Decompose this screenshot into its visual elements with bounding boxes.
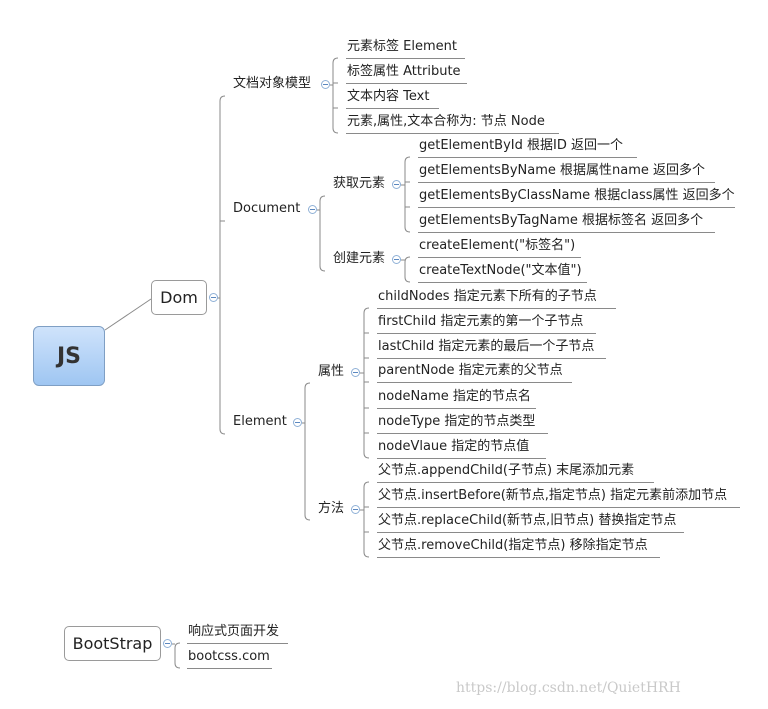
leaf-bootstrap-1[interactable]: bootcss.com: [187, 648, 272, 669]
leaf-get-2[interactable]: getElementsByClassName 根据class属性 返回多个: [418, 187, 735, 208]
bootstrap-label: BootStrap: [72, 634, 153, 653]
branch-get-elements[interactable]: 获取元素: [333, 176, 386, 191]
watermark: https://blog.csdn.net/QuietHRH: [456, 680, 681, 696]
leaf-bootstrap-0[interactable]: 响应式页面开发: [187, 623, 288, 644]
leaf-get-3[interactable]: getElementsByTagName 根据标签名 返回多个: [418, 212, 715, 233]
branch-element[interactable]: Element: [233, 414, 287, 429]
bracket-docmodel-spine: [332, 57, 339, 134]
bracket-methods-spine: [363, 481, 370, 558]
bracket-document-spine: [319, 195, 326, 272]
collapse-properties-icon[interactable]: [351, 368, 360, 377]
bracket-create-spine: [404, 256, 411, 283]
leaf-prop-2[interactable]: lastChild 指定元素的最后一个子节点: [377, 338, 606, 359]
collapse-create-icon[interactable]: [392, 255, 401, 264]
node-bootstrap[interactable]: BootStrap: [64, 626, 161, 661]
leaf-create-0[interactable]: createElement("标签名"): [418, 237, 581, 258]
leaf-prop-5[interactable]: nodeType 指定的节点类型: [377, 413, 548, 434]
leaf-doc-2[interactable]: 文本内容 Text: [346, 88, 439, 109]
leaf-method-3[interactable]: 父节点.removeChild(指定节点) 移除指定节点: [377, 537, 660, 558]
branch-properties[interactable]: 属性: [318, 364, 345, 379]
branch-doc-model[interactable]: 文档对象模型: [233, 76, 312, 91]
bracket-get-spine: [404, 156, 411, 233]
dom-label: Dom: [160, 288, 198, 307]
branch-document[interactable]: Document: [233, 201, 301, 216]
collapse-get-icon[interactable]: [392, 180, 401, 189]
leaf-prop-4[interactable]: nodeName 指定的节点名: [377, 388, 536, 409]
leaf-method-1[interactable]: 父节点.insertBefore(新节点,指定节点) 指定元素前添加节点: [377, 487, 740, 508]
leaf-prop-0[interactable]: childNodes 指定元素下所有的子节点: [377, 288, 616, 309]
bracket-dom-spine: [219, 95, 226, 435]
line-root-dom: [104, 298, 152, 331]
bracket-bootstrap-spine: [174, 642, 181, 669]
leaf-method-0[interactable]: 父节点.appendChild(子节点) 末尾添加元素: [377, 462, 654, 483]
node-dom[interactable]: Dom: [151, 280, 207, 315]
collapse-bootstrap-icon[interactable]: [163, 639, 172, 648]
leaf-create-1[interactable]: createTextNode("文本值"): [418, 262, 587, 283]
leaf-prop-6[interactable]: nodeVlaue 指定的节点值: [377, 438, 546, 459]
branch-create-elements[interactable]: 创建元素: [333, 251, 386, 266]
leaf-get-1[interactable]: getElementsByName 根据属性name 返回多个: [418, 162, 715, 183]
branch-methods[interactable]: 方法: [318, 501, 345, 516]
collapse-element-icon[interactable]: [293, 418, 302, 427]
collapse-document-icon[interactable]: [308, 205, 317, 214]
collapse-dom-icon[interactable]: [209, 293, 218, 302]
collapse-doc-model-icon[interactable]: [321, 80, 330, 89]
leaf-doc-1[interactable]: 标签属性 Attribute: [346, 63, 467, 84]
bracket-props-spine: [363, 307, 370, 459]
leaf-method-2[interactable]: 父节点.replaceChild(新节点,旧节点) 替换指定节点: [377, 512, 684, 533]
root-node-js[interactable]: JS: [33, 326, 105, 386]
leaf-prop-3[interactable]: parentNode 指定元素的父节点: [377, 362, 572, 383]
bracket-element-spine: [304, 382, 311, 521]
leaf-doc-3[interactable]: 元素,属性,文本合称为: 节点 Node: [346, 113, 559, 134]
root-label: JS: [56, 343, 82, 369]
leaf-doc-0[interactable]: 元素标签 Element: [346, 38, 465, 59]
leaf-get-0[interactable]: getElementById 根据ID 返回一个: [418, 137, 637, 158]
leaf-prop-1[interactable]: firstChild 指定元素的第一个子节点: [377, 313, 596, 334]
collapse-methods-icon[interactable]: [351, 505, 360, 514]
